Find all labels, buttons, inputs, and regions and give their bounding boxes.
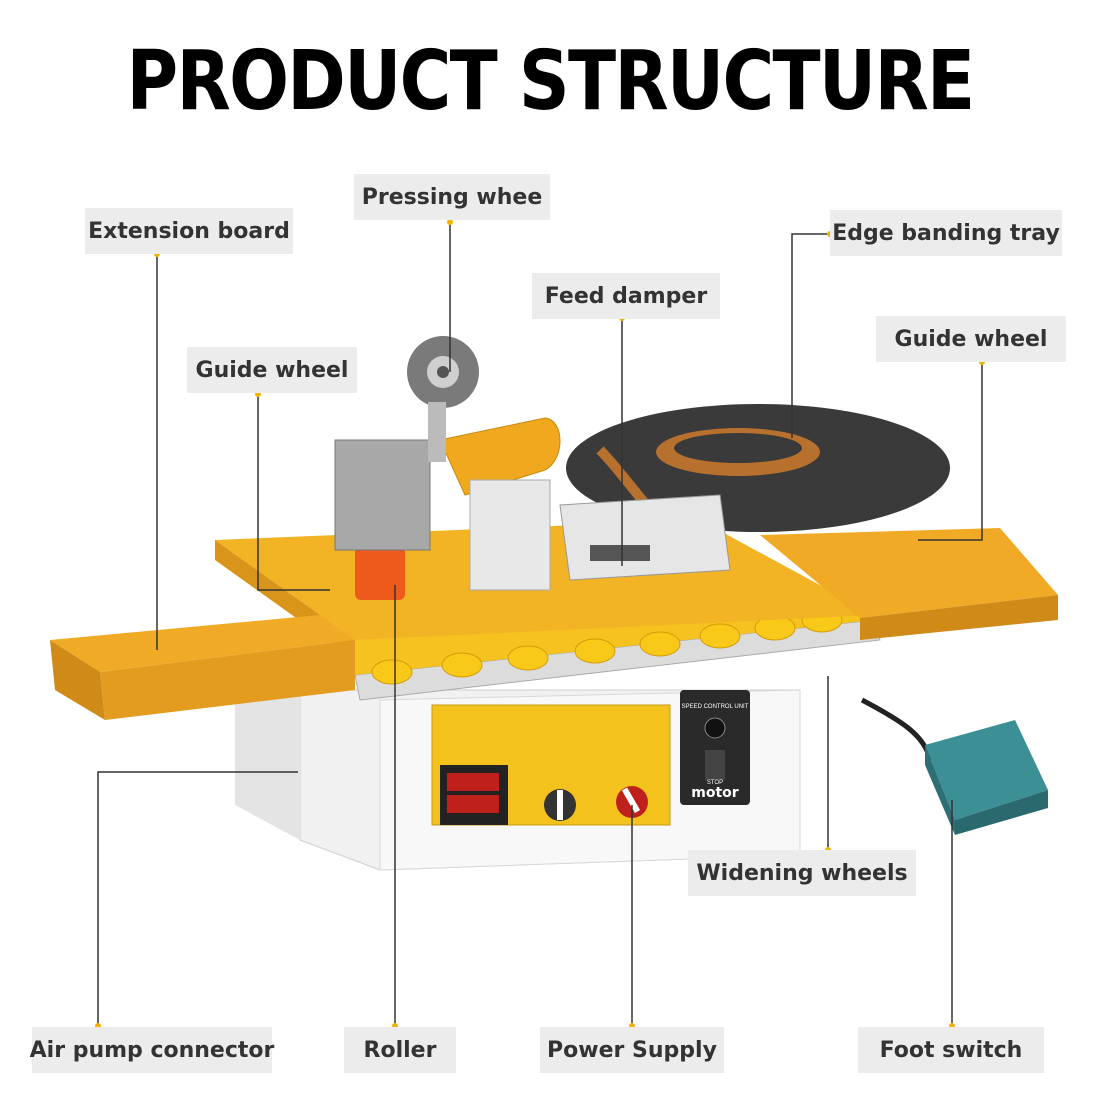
- extension-board-left: [50, 615, 355, 720]
- orange-arm: [439, 417, 561, 591]
- leader-lines: [97, 222, 983, 1026]
- extension-board-right: [760, 528, 1058, 640]
- pressing-wheel: [407, 336, 479, 462]
- label-foot-switch: Foot switch: [858, 1027, 1044, 1073]
- foot-switch-graphic: [860, 697, 1048, 835]
- label-power-supply: Power Supply: [540, 1027, 724, 1073]
- label-widening-wheels: Widening wheels: [688, 850, 916, 896]
- speed-control-text: SPEED CONTROL UNIT: [682, 704, 749, 710]
- speed-control-unit: SPEED CONTROL UNIT STOP motor: [680, 690, 750, 805]
- widening-wheel-rollers: [371, 607, 843, 685]
- label-feed-damper: Feed damper: [532, 273, 720, 319]
- label-guide-wheel-right: Guide wheel: [876, 316, 1066, 362]
- label-extension-board: Extension board: [85, 208, 293, 254]
- gray-block: [334, 439, 431, 551]
- label-roller: Roller: [344, 1027, 456, 1073]
- page-title: PRODUCT STRUCTURE: [126, 34, 976, 129]
- label-pressing-wheel: Pressing whee: [354, 174, 550, 220]
- label-edge-banding-tray: Edge banding tray: [830, 210, 1062, 256]
- feed-damper: [559, 494, 731, 581]
- label-guide-wheel-left: Guide wheel: [187, 347, 357, 393]
- control-panel: [431, 704, 671, 826]
- motor-text: motor: [691, 785, 739, 801]
- label-air-pump-connector: Air pump connector: [30, 1027, 274, 1073]
- stop-text: STOP: [707, 780, 723, 786]
